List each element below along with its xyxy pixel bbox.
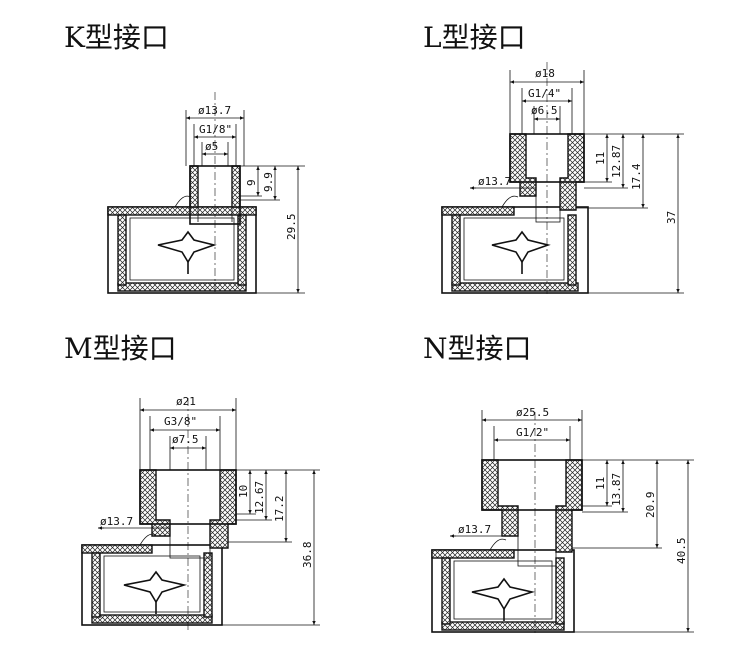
panel-n-dim-total: 40.5 [675, 538, 688, 565]
panel-l-title: L型接口 [423, 21, 526, 54]
panel-m-dim-inner: ø7.5 [172, 433, 199, 446]
panel-l-dim-thread: G1/4" [528, 87, 561, 100]
panel-m-dim-outer: ø21 [176, 395, 196, 408]
panel-k-dim-h1: 9 [245, 179, 258, 186]
panel-n: N型接口 ø25.5 [423, 332, 694, 635]
panel-n-dim-h2: 13.87 [610, 473, 623, 506]
panel-l-dim-h2: 12.87 [610, 145, 623, 178]
panel-l-dim-h1: 11 [594, 152, 607, 165]
panel-l-dim-total: 37 [665, 211, 678, 224]
panel-l-dim-outer: ø18 [535, 67, 555, 80]
panel-m-dim-h3: 17.2 [273, 496, 286, 523]
panel-l-dim-neck: ø13.7 [478, 175, 511, 188]
panel-n-title: N型接口 [423, 332, 532, 365]
panel-k-dim-inner: ø5 [205, 140, 218, 153]
panel-n-dim-neck: ø13.7 [458, 523, 491, 536]
panel-n-dim-h1: 11 [594, 477, 607, 490]
panel-m-valve-body [81, 398, 237, 630]
panel-k-dim-outer: ø13.7 [198, 104, 231, 117]
panel-k-valve-body [107, 92, 257, 295]
panel-k-title: K型接口 [64, 21, 169, 54]
panel-l-dim-inner: ø6.5 [531, 104, 558, 117]
panel-l-dimensions: ø18 G1/4" ø6.5 11 12.87 17.4 37 ø13 [470, 67, 684, 294]
panel-n-dimensions: ø25.5 G1/2" 11 13.87 20.9 40.5 ø13.7 [450, 406, 694, 633]
panel-l: L型接口 ø18 [423, 21, 684, 295]
panel-n-dim-thread: G1/2" [516, 426, 549, 439]
panel-l-dim-h3: 17.4 [630, 163, 643, 190]
panel-m-dim-neck: ø13.7 [100, 515, 133, 528]
panel-k-dim-total: 29.5 [285, 214, 298, 241]
panel-k-dimensions: ø13.7 G1/8" ø5 9 9.9 29.5 [185, 104, 305, 294]
panel-k-dim-thread: G1/8" [199, 123, 232, 136]
panel-m-dimensions: ø21 G3/8" ø7.5 10 12.67 17.2 36.8 ø [98, 395, 320, 626]
panel-n-dim-h3: 20.9 [644, 492, 657, 519]
panel-m: M型接口 ø21 [64, 332, 320, 630]
panel-n-valve-body [431, 412, 583, 635]
panel-k: K型接口 ø13.7 [64, 21, 305, 295]
panel-m-dim-h2: 12.67 [253, 481, 266, 514]
panel-n-dim-outer: ø25.5 [516, 406, 549, 419]
panel-m-dim-total: 36.8 [301, 542, 314, 569]
panel-m-dim-h1: 10 [237, 485, 250, 498]
panel-k-dim-h2: 9.9 [262, 172, 275, 192]
panel-m-dim-thread: G3/8" [164, 415, 197, 428]
panel-m-title: M型接口 [64, 332, 177, 365]
panel-l-valve-body [441, 62, 589, 295]
